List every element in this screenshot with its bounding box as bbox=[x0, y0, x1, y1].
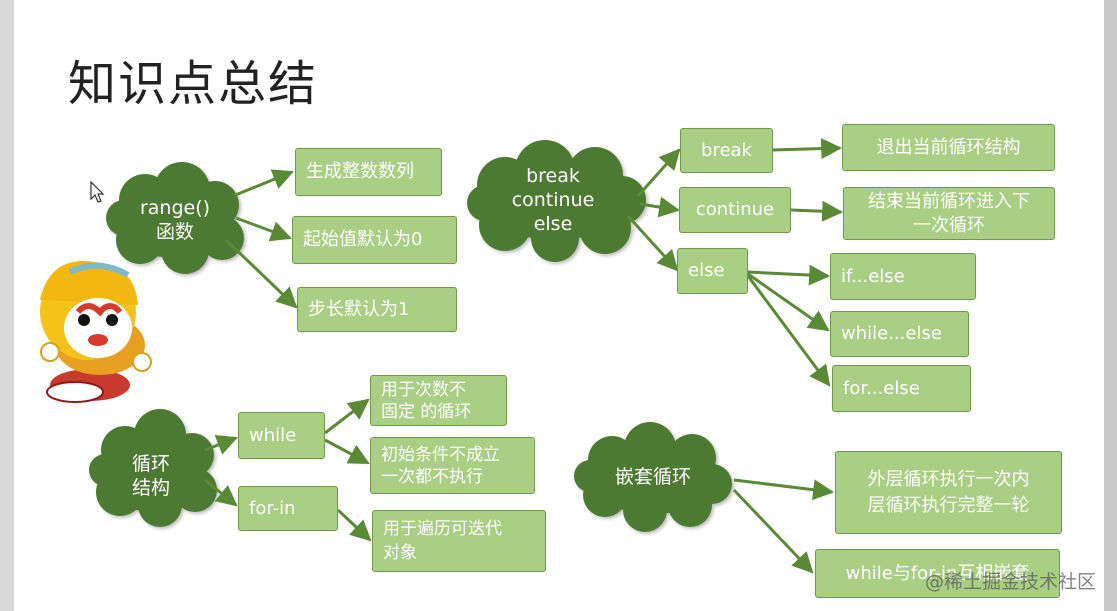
else-item-if: if...else bbox=[830, 253, 976, 300]
arrow-bce-continue bbox=[639, 196, 681, 218]
arrow-nested-2 bbox=[732, 488, 814, 574]
while-item-2: 初始条件不成立 一次都不执行 bbox=[370, 437, 535, 494]
arrow-else-1 bbox=[747, 264, 831, 286]
cloud-label-break-continue-else: break continue else bbox=[511, 165, 595, 235]
arrow-bce-else bbox=[626, 214, 679, 272]
break-box: break bbox=[680, 128, 773, 173]
mouse-cursor-icon bbox=[90, 180, 105, 203]
range-item-2: 起始值默认为0 bbox=[292, 216, 457, 264]
arrow-else-3 bbox=[746, 275, 831, 387]
arrow-break-desc bbox=[771, 138, 843, 160]
while-box: while bbox=[238, 412, 325, 459]
arrow-range-1 bbox=[232, 169, 294, 198]
range-item-3: 步长默认为1 bbox=[297, 287, 457, 332]
cloud-label-range: range() 函数 bbox=[139, 197, 211, 243]
forin-desc-box: 用于遍历可迭代 对象 bbox=[372, 510, 546, 572]
forin-box: for-in bbox=[238, 486, 338, 531]
cloud-break-continue-else bbox=[467, 140, 646, 262]
else-item-while: while...else bbox=[830, 311, 969, 357]
arrow-while-2 bbox=[324, 438, 370, 465]
cloud-nested-loop bbox=[574, 422, 732, 532]
continue-box: continue bbox=[679, 187, 791, 233]
window-edge bbox=[1104, 0, 1117, 611]
cloud-label-loop-structure: 循环 结构 bbox=[131, 453, 170, 499]
watermark: @稀土掘金技术社区 bbox=[925, 571, 1097, 593]
arrow-while-1 bbox=[324, 398, 370, 435]
nested-item-2: while与for-in互相嵌套 bbox=[815, 549, 1060, 598]
slide-title: 知识点总结 bbox=[68, 56, 319, 112]
arrow-else-2 bbox=[747, 272, 830, 332]
monkey-mascot-icon bbox=[40, 261, 152, 403]
arrow-loop-forin bbox=[204, 478, 238, 507]
arrow-loop-while bbox=[204, 435, 238, 455]
cloud-loop-structure bbox=[89, 409, 217, 527]
range-item-1: 生成整数数列 bbox=[295, 148, 442, 196]
arrow-nested-1 bbox=[733, 478, 835, 501]
arrow-range-3 bbox=[224, 238, 298, 309]
else-item-for: for...else bbox=[832, 365, 971, 412]
cloud-label-nested-loop: 嵌套循环 bbox=[614, 466, 691, 488]
arrow-range-2 bbox=[235, 216, 292, 242]
while-item-1: 用于次数不 固定 的循环 bbox=[370, 375, 507, 426]
cloud-range bbox=[106, 162, 244, 274]
break-desc-box: 退出当前循环结构 bbox=[842, 124, 1055, 171]
continue-desc-box: 结束当前循环进入下 一次循环 bbox=[843, 187, 1055, 240]
else-box: else bbox=[677, 248, 748, 294]
nested-item-1: 外层循环执行一次内 层循环执行完整一轮 bbox=[835, 451, 1062, 534]
arrow-continue-desc bbox=[790, 200, 844, 222]
arrow-forin-desc bbox=[336, 508, 372, 542]
arrow-bce-break bbox=[636, 148, 681, 197]
